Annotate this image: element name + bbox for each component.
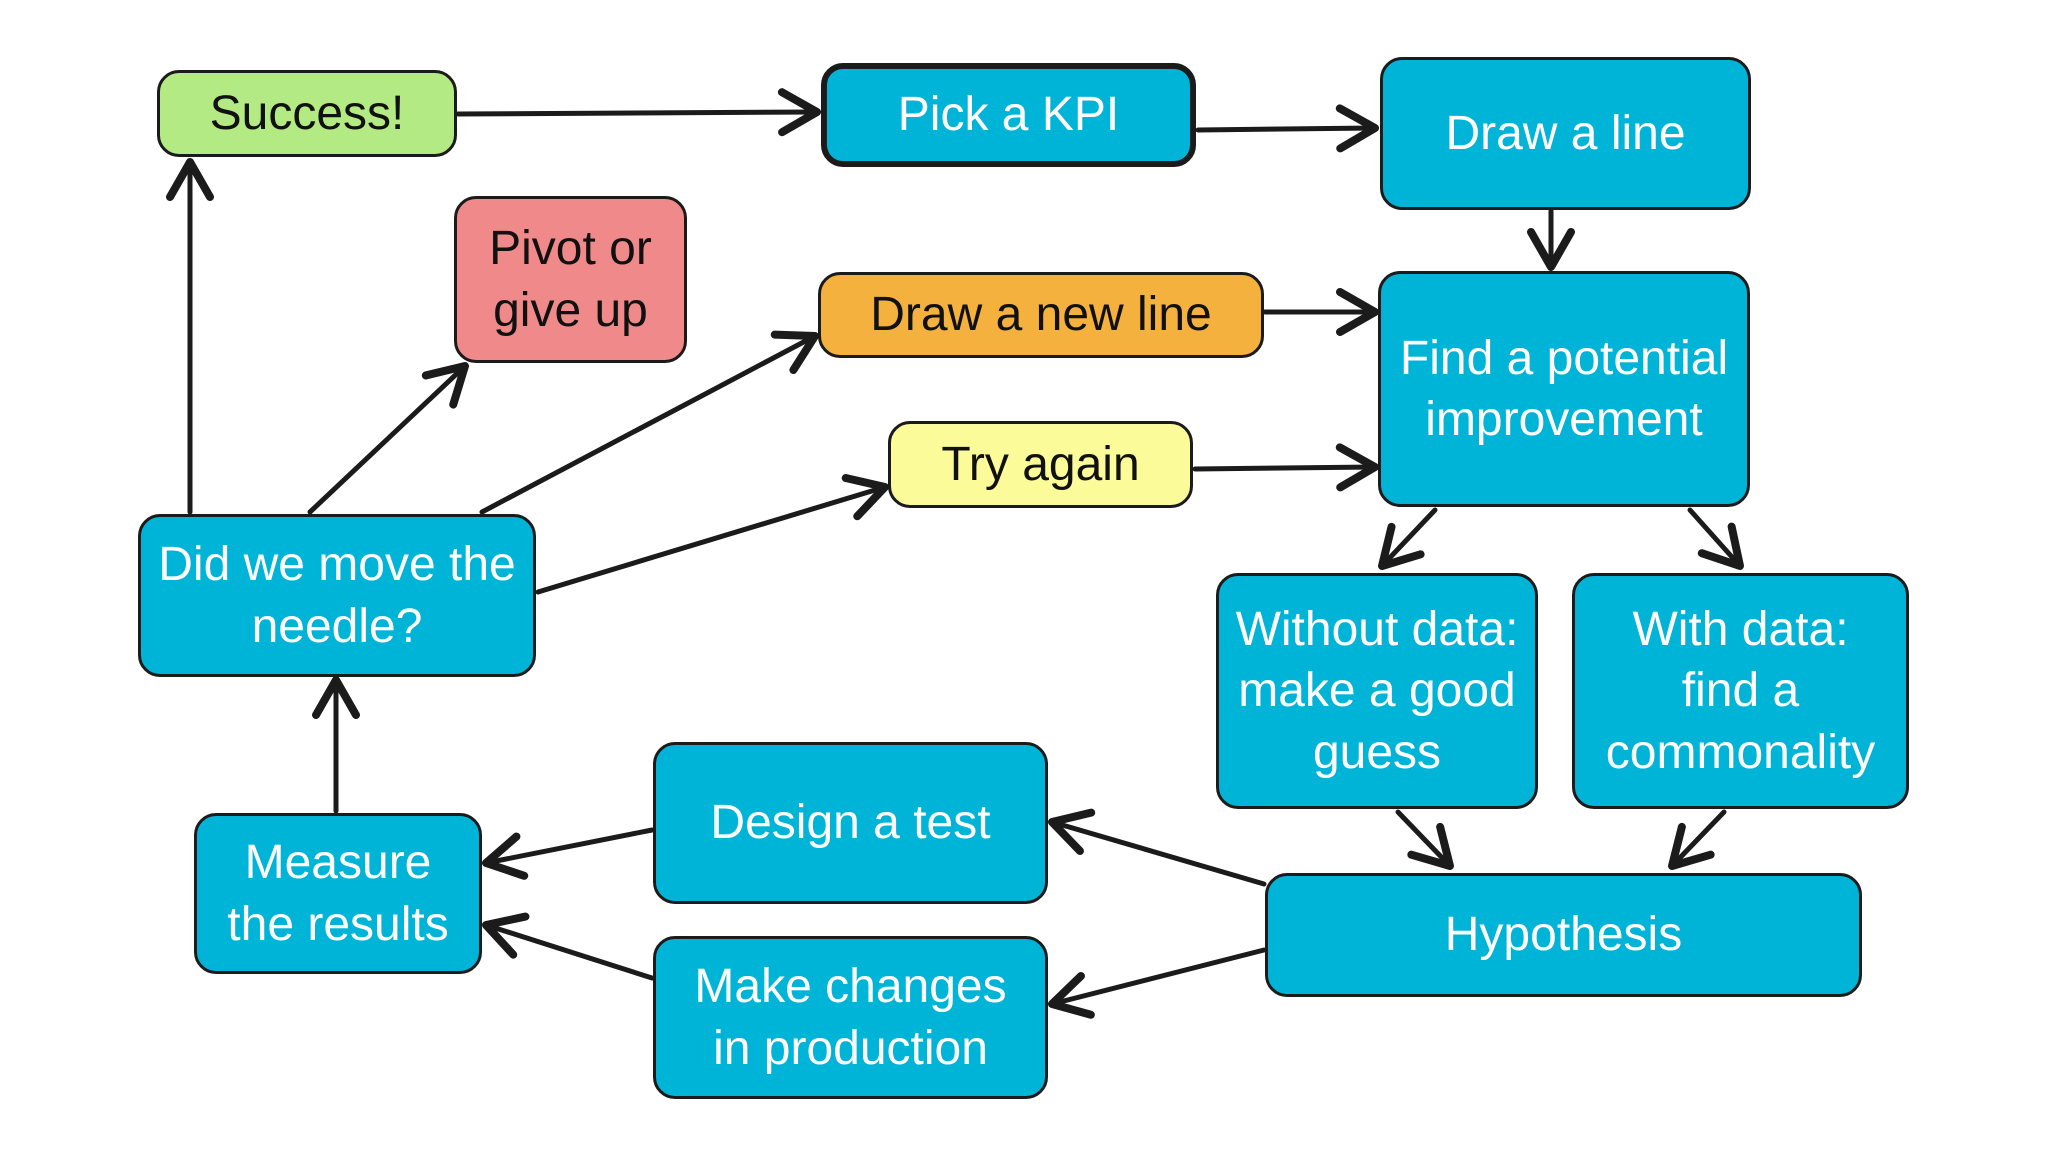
node-with-data-line-3: commonality [1605,725,1876,779]
node-try-again: Try again [888,421,1193,508]
node-move-needle-line-2: needle? [251,599,423,653]
node-success-label: Success! [209,86,405,140]
node-draw-line-label: Draw a line [1445,106,1686,160]
arrow-without-data-to-hypothesis [1395,809,1454,870]
node-try-again-label: Try again [941,437,1140,491]
arrow-try-again-to-find-improvement [1192,443,1379,492]
arrow-find-improvement-to-with-data [1687,507,1744,570]
arrow-with-data-to-hypothesis [1668,809,1727,870]
arrow-design-test-to-measure [482,827,655,880]
arrow-hypothesis-to-make-changes [1048,947,1267,1019]
node-measure: Measure the results [194,813,482,974]
node-pivot-line-1: Pivot or [489,222,652,276]
node-pick-kpi-label: Pick a KPI [897,88,1120,142]
node-draw-new-line-label: Draw a new line [870,288,1212,342]
arrow-pick-kpi-to-draw-line [1195,104,1379,153]
node-with-data-line-2: find a [1681,664,1800,718]
arrow-find-improvement-to-without-data [1378,507,1438,570]
node-make-changes-line-1: Make changes [694,960,1007,1014]
arrow-move-needle-to-pivot [307,362,469,515]
node-without-data: Without data: make a good guess [1216,573,1538,809]
node-design-test: Design a test [653,742,1048,904]
node-hypothesis: Hypothesis [1265,873,1862,997]
node-pick-kpi: Pick a KPI [821,63,1196,167]
node-draw-new-line: Draw a new line [818,272,1264,358]
node-make-changes: Make changes in production [653,936,1048,1099]
node-pivot-line-2: give up [493,283,648,337]
node-hypothesis-label: Hypothesis [1444,908,1683,962]
node-draw-line: Draw a line [1380,57,1751,210]
node-without-data-line-1: Without data: [1235,602,1519,656]
node-find-improvement-line-2: improvement [1425,393,1703,446]
node-pivot: Pivot or give up [454,196,687,363]
node-design-test-label: Design a test [710,796,991,850]
node-find-improvement: Find a potential improvement [1378,271,1750,507]
node-success: Success! [157,70,457,157]
node-find-improvement-line-1: Find a potential [1399,331,1729,385]
node-make-changes-line-2: in production [713,1021,988,1075]
node-with-data-line-1: With data: [1632,602,1849,656]
arrow-move-needle-to-draw-new-line [479,330,819,515]
arrow-hypothesis-to-design-test [1048,808,1267,887]
node-without-data-line-3: guess [1312,725,1442,779]
arrow-make-changes-to-measure [481,912,655,981]
node-measure-line-2: the results [227,897,449,951]
arrow-move-needle-to-try-again [535,473,889,595]
arrow-success-to-pick-kpi [455,88,821,137]
node-without-data-line-2: make a good [1238,664,1516,718]
node-with-data: With data: find a commonality [1572,573,1909,809]
node-move-needle-line-1: Did we move the [158,538,516,592]
node-measure-line-1: Measure [244,836,432,890]
node-move-needle: Did we move the needle? [138,514,536,677]
